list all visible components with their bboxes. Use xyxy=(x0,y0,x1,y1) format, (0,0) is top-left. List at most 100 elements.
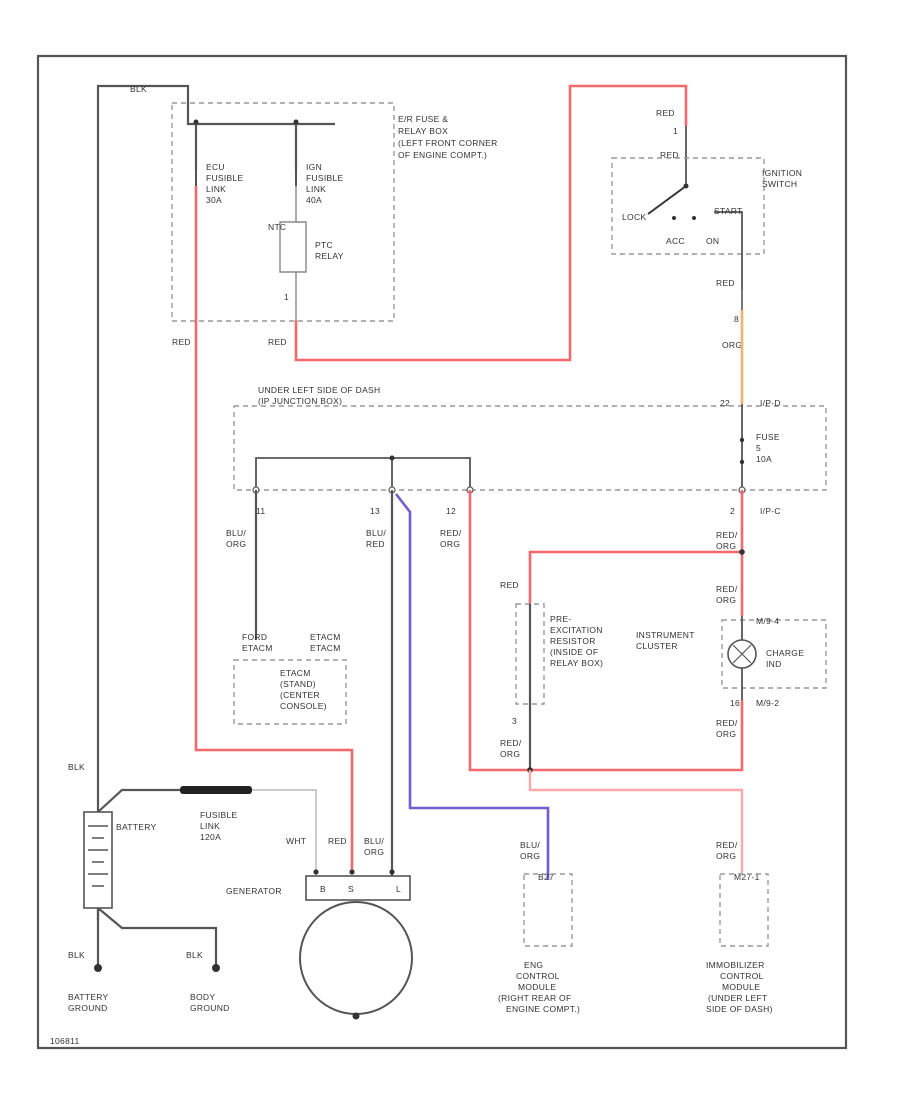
immobilizer-connector-label: M27-1 xyxy=(734,872,760,882)
charge-ind-line-2: IND xyxy=(766,659,782,669)
terminal-l-node xyxy=(389,869,395,875)
etacm-line-2: (STAND) xyxy=(280,679,316,689)
pre-excitation-line-3: RESISTOR xyxy=(550,636,596,646)
ntc-relay-line-1: NTC xyxy=(268,222,286,232)
blu-org-1-label: BLU/ ORG xyxy=(226,528,246,549)
fuse-line-2: 5 xyxy=(756,443,761,453)
relay-box-line-1: E/R FUSE & xyxy=(398,114,448,124)
ecm-blue-wire xyxy=(394,493,550,880)
generator-ground-node xyxy=(352,1012,360,1020)
body-ground-symbol xyxy=(212,964,220,972)
red-org-4-line-2: ORG xyxy=(716,729,736,739)
m92-label: M/9-2 xyxy=(756,698,779,708)
gen-l-label: L xyxy=(396,884,401,894)
blu-org-gen-label: BLU/ ORG xyxy=(364,836,384,857)
etacm-line-3: (CENTER xyxy=(280,690,320,700)
blu-org-gen-line-1: BLU/ xyxy=(364,836,384,846)
etacm-header-line-2: ETACM xyxy=(242,643,273,653)
red-org-6-label: RED/ ORG xyxy=(716,840,738,861)
wht-label: WHT xyxy=(286,836,306,846)
ign-link-line-4: 40A xyxy=(306,195,322,205)
ignition-switch-label: IGNITION SWITCH xyxy=(762,168,802,189)
battery-body-ground-wire xyxy=(97,907,218,966)
relay-box-line-3: (LEFT FRONT CORNER xyxy=(398,138,498,148)
pin-16-label: 16 xyxy=(730,698,740,708)
ipc-label: I/P-C xyxy=(760,506,781,516)
fusible-link-120-label: FUSIBLE LINK 120A xyxy=(200,810,237,842)
bus-node-1 xyxy=(193,119,199,125)
switch-start-path xyxy=(714,211,743,290)
immobilizer-line-5: SIDE OF DASH) xyxy=(706,1004,773,1014)
cluster-feed-node xyxy=(739,549,745,555)
etacm-line-4: CONSOLE) xyxy=(280,701,327,711)
junction-box-label: UNDER LEFT SIDE OF DASH (IP JUNCTION BOX… xyxy=(258,385,380,406)
switch-arm xyxy=(647,185,687,215)
ecu-link-line-3: LINK xyxy=(206,184,226,194)
blu-org-1-line-2: ORG xyxy=(226,539,246,549)
etacm-side: ETACM ETACM xyxy=(310,632,341,653)
diagram-frame xyxy=(36,54,848,1050)
ign-link-line-3: LINK xyxy=(306,184,326,194)
ntc-relay-bypass xyxy=(279,186,297,320)
ecm-connector-label: B27 xyxy=(538,872,554,882)
etacm-line-1: ETACM xyxy=(280,668,311,678)
blk-g1-label: BLK xyxy=(68,950,85,960)
terminal-b-node xyxy=(313,869,319,875)
battery-ground-line-2: GROUND xyxy=(68,1003,108,1013)
battery-ground-line-1: BATTERY xyxy=(68,992,109,1002)
generator-label: GENERATOR xyxy=(226,886,282,896)
charge-indicator-cross xyxy=(732,644,752,664)
engine-control-line-1: ENG xyxy=(524,960,543,970)
immobilizer-wire xyxy=(528,770,744,874)
instrument-cluster-label: INSTRUMENT CLUSTER xyxy=(636,630,694,651)
generator-terminal-block xyxy=(305,875,411,901)
red-gen-label: RED xyxy=(328,836,347,846)
fusible-link-120-line-3: 120A xyxy=(200,832,221,842)
red-org-1-line-1: RED/ xyxy=(440,528,462,538)
engine-control-line-4: (RIGHT REAR OF xyxy=(498,993,571,1003)
engine-control-line-3: MODULE xyxy=(518,982,556,992)
ign-link-line-1: IGN xyxy=(306,162,322,172)
ecm-outline xyxy=(523,873,573,947)
relay-box-line-2: RELAY BOX xyxy=(398,126,448,136)
blk-top-label: BLK xyxy=(130,84,147,94)
relay-box-pin-label: 1 xyxy=(284,292,289,302)
relay-box-outline xyxy=(171,102,395,322)
pre-excitation-label: PRE- EXCITATION RESISTOR (INSIDE OF RELA… xyxy=(550,614,603,668)
red-org-2-label: RED/ ORG xyxy=(716,530,738,551)
etacm-side-line-1: ETACM xyxy=(310,632,341,642)
blk-g2-label: BLK xyxy=(186,950,203,960)
pin-22-label: 22 xyxy=(720,398,730,408)
battery-feed-wire xyxy=(96,84,335,920)
body-ground-line-1: BODY xyxy=(190,992,215,1002)
blu-org-2-line-1: BLU/ xyxy=(520,840,540,850)
red-org-2-line-2: ORG xyxy=(716,541,736,551)
red-org-1-line-2: ORG xyxy=(440,539,460,549)
fuse-line-3: 10A xyxy=(756,454,772,464)
etacm-header: FORD ETACM xyxy=(242,632,273,653)
ignition-switch-line-2: SWITCH xyxy=(762,179,797,189)
red-sw-out-label: RED xyxy=(716,278,735,288)
body-ground-line-2: GROUND xyxy=(190,1003,230,1013)
junction-bus-node xyxy=(389,455,395,461)
battery-cells xyxy=(88,825,108,887)
footer-code: 106811 xyxy=(50,1036,80,1046)
pin-13-label: 13 xyxy=(370,506,380,516)
pre-excitation-line-2: EXCITATION xyxy=(550,625,603,635)
blu-red-label: BLU/ RED xyxy=(366,528,386,549)
junction-internal-bus xyxy=(255,457,471,490)
blu-org-2-label: BLU/ ORG xyxy=(520,840,540,861)
switch-pivot xyxy=(683,183,689,189)
red-org-3-label: RED/ ORG xyxy=(716,584,738,605)
fuse-line-1: FUSE xyxy=(756,432,780,442)
pin-12-label: 12 xyxy=(446,506,456,516)
pre-excitation-feed xyxy=(528,550,742,604)
pin-8-label: 8 xyxy=(734,314,739,324)
pre-excitation-line-5: RELAY BOX) xyxy=(550,658,603,668)
blk-batt-label: BLK xyxy=(68,762,85,772)
org-1-label: ORG xyxy=(722,340,742,350)
blu-org-2-line-2: ORG xyxy=(520,851,540,861)
red-org-2-line-1: RED/ xyxy=(716,530,738,540)
red-org-5-label: RED/ ORG xyxy=(500,738,522,759)
